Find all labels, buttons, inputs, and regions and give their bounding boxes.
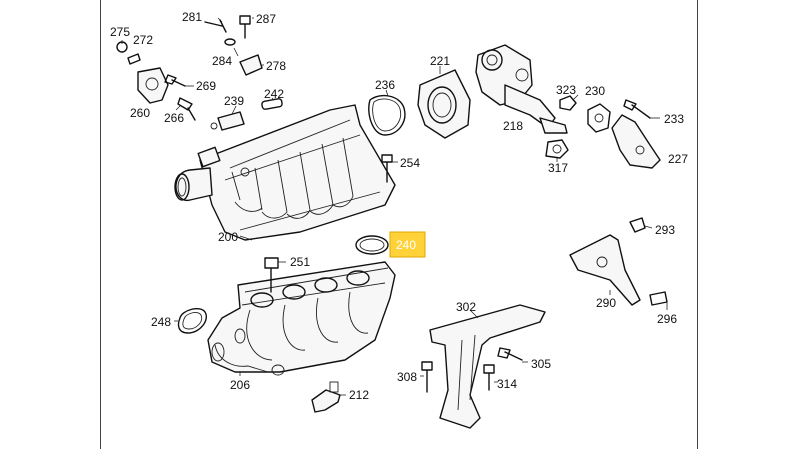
- label-206[interactable]: 206: [230, 378, 250, 392]
- label-317[interactable]: 317: [548, 161, 568, 175]
- label-248[interactable]: 248: [151, 315, 171, 329]
- part-labels: 275 272 281 287 284 278 269 260 266 239 …: [110, 10, 688, 402]
- bracket-290: [569, 234, 641, 306]
- support-302: [429, 304, 546, 429]
- label-230[interactable]: 230: [585, 84, 605, 98]
- label-296[interactable]: 296: [657, 312, 677, 326]
- egr-pipe-227: [611, 114, 661, 169]
- egr-valve-218: [475, 44, 568, 134]
- label-302[interactable]: 302: [456, 300, 476, 314]
- label-254[interactable]: 254: [400, 156, 420, 170]
- intake-manifold-lower: [207, 261, 396, 376]
- label-221[interactable]: 221: [430, 54, 450, 68]
- label-272[interactable]: 272: [133, 33, 153, 47]
- label-218[interactable]: 218: [503, 119, 523, 133]
- label-266[interactable]: 266: [164, 111, 184, 125]
- label-308[interactable]: 308: [397, 370, 417, 384]
- throttle-housing-221: [417, 69, 471, 139]
- label-314[interactable]: 314: [497, 377, 517, 391]
- label-239[interactable]: 239: [224, 94, 244, 108]
- label-233[interactable]: 233: [664, 112, 684, 126]
- gasket-317: [545, 139, 569, 159]
- label-227[interactable]: 227: [668, 152, 688, 166]
- label-275[interactable]: 275: [110, 25, 130, 39]
- label-200[interactable]: 200: [218, 230, 238, 244]
- intake-manifold-upper: [174, 104, 396, 241]
- label-287[interactable]: 287: [256, 12, 276, 26]
- gasket-236: [368, 94, 406, 136]
- label-284[interactable]: 284: [212, 54, 232, 68]
- sensor-212: [311, 381, 341, 413]
- fasteners: [116, 15, 668, 393]
- label-236[interactable]: 236: [375, 78, 395, 92]
- label-269[interactable]: 269: [196, 79, 216, 93]
- label-293[interactable]: 293: [655, 223, 675, 237]
- label-240[interactable]: 240: [396, 238, 416, 252]
- label-323[interactable]: 323: [556, 83, 576, 97]
- gasket-230: [587, 103, 611, 133]
- gasket-248: [177, 308, 207, 334]
- label-278[interactable]: 278: [266, 59, 286, 73]
- label-290[interactable]: 290: [596, 296, 616, 310]
- highlight-240: [389, 231, 426, 258]
- gasket-240: [355, 235, 389, 255]
- label-212[interactable]: 212: [349, 388, 369, 402]
- bracket-260: [137, 67, 169, 104]
- label-281[interactable]: 281: [182, 10, 202, 24]
- label-260[interactable]: 260: [130, 106, 150, 120]
- leader-lines: [121, 17, 668, 396]
- label-251[interactable]: 251: [290, 255, 310, 269]
- label-305[interactable]: 305: [531, 357, 551, 371]
- label-242[interactable]: 242: [264, 87, 284, 101]
